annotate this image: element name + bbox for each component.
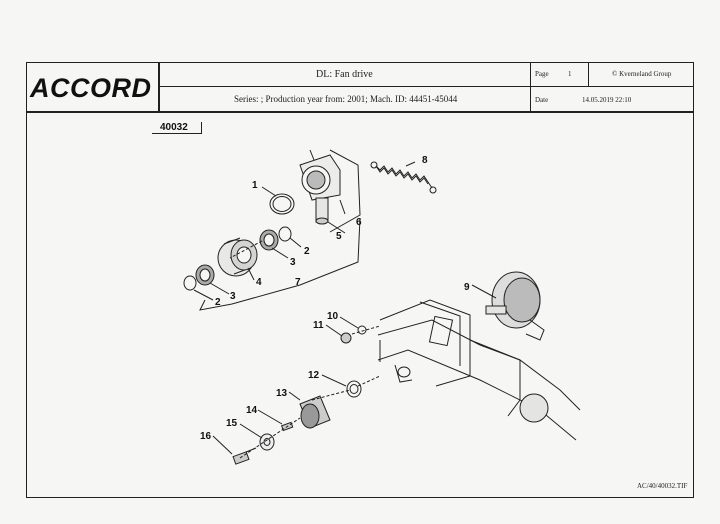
page-divider bbox=[588, 62, 589, 86]
callout-14: 14 bbox=[246, 405, 258, 416]
file-ref: AC/40/40032.TIF bbox=[637, 482, 688, 490]
group-ref-box: 40032 bbox=[152, 122, 202, 134]
callout-3-upper: 3 bbox=[290, 257, 296, 268]
seal-ring-part-lower bbox=[183, 275, 197, 291]
callout-9: 9 bbox=[464, 282, 470, 293]
washer-part-15 bbox=[259, 433, 275, 451]
callout-3-lower: 3 bbox=[230, 291, 236, 302]
nut-part bbox=[340, 332, 352, 344]
header-bottom-line bbox=[26, 111, 694, 113]
logo-divider bbox=[158, 62, 160, 112]
callout-15: 15 bbox=[226, 418, 238, 429]
copyright-text: © Kverneland Group bbox=[612, 70, 672, 78]
date-value: 14.05.2019 22:10 bbox=[582, 96, 632, 104]
callout-10: 10 bbox=[327, 311, 339, 322]
spacer-sleeve-part bbox=[217, 237, 258, 277]
page-number: 1 bbox=[568, 70, 572, 78]
circlip-part bbox=[269, 193, 295, 215]
sheet-frame bbox=[26, 62, 694, 498]
page-label: Page bbox=[535, 70, 549, 78]
spring-part bbox=[370, 161, 437, 194]
seal-ring-part bbox=[278, 226, 292, 242]
accord-logo: ACCORD bbox=[30, 73, 152, 103]
header-mid-line bbox=[158, 86, 694, 87]
washer-part-small bbox=[357, 325, 367, 335]
callout-4: 4 bbox=[256, 277, 262, 288]
mounting-frame-part bbox=[377, 299, 581, 441]
callout-labels: 1 2 2 3 3 4 5 6 7 8 9 10 11 12 13 14 15 … bbox=[200, 155, 470, 442]
date-label: Date bbox=[535, 96, 549, 104]
callout-6: 6 bbox=[356, 217, 362, 228]
callout-7: 7 bbox=[295, 277, 301, 288]
fan-gearbox-part bbox=[485, 271, 545, 341]
callout-12: 12 bbox=[308, 370, 320, 381]
callout-5: 5 bbox=[336, 231, 342, 242]
callout-2-upper: 2 bbox=[304, 246, 310, 257]
bearing-housing-part bbox=[299, 149, 341, 225]
callout-11: 11 bbox=[313, 320, 324, 331]
bushing-part bbox=[299, 395, 331, 429]
callout-13: 13 bbox=[276, 388, 288, 399]
drawing-subtitle: Series: ; Production year from: 2001; Ma… bbox=[234, 94, 458, 104]
bolt-part bbox=[232, 447, 257, 465]
callout-2-lower: 2 bbox=[215, 297, 221, 308]
callout-1: 1 bbox=[252, 180, 258, 191]
drawing-title: DL: Fan drive bbox=[316, 69, 373, 80]
callout-16: 16 bbox=[200, 431, 212, 442]
title-divider bbox=[530, 62, 531, 112]
washer-part bbox=[346, 380, 362, 398]
callout-8: 8 bbox=[422, 155, 428, 166]
